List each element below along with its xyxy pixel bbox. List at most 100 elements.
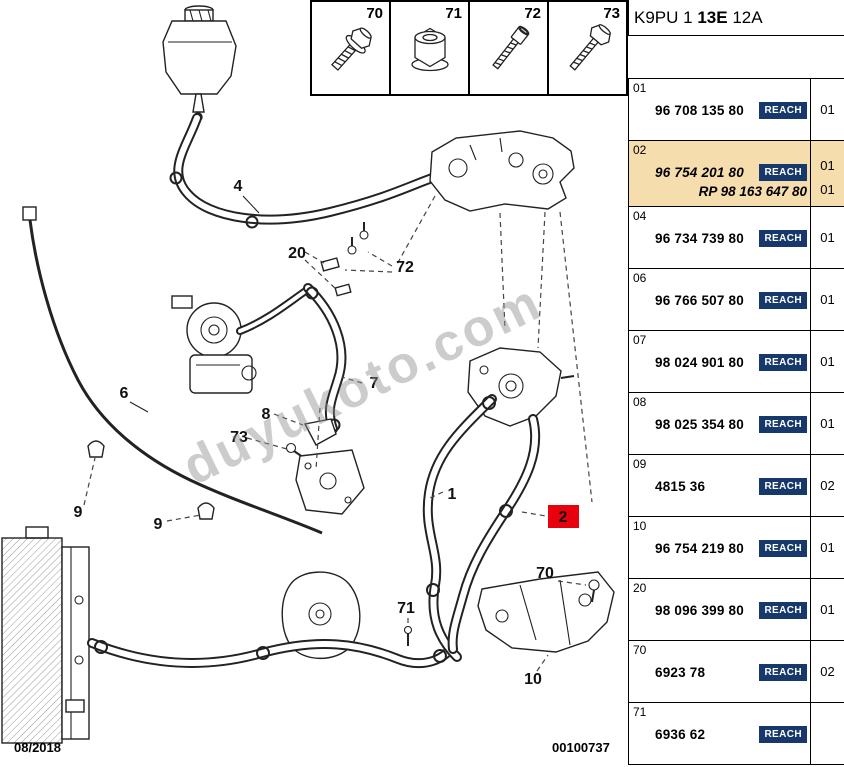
ref-number: 04 — [633, 209, 647, 223]
fastener-reference-box: 70 71 — [310, 0, 628, 96]
fastener-label-71: 71 — [445, 5, 462, 22]
bracket-10 — [477, 571, 615, 653]
row-main: 01 96 708 135 80 REACH — [629, 79, 810, 140]
reach-badge[interactable]: REACH — [759, 164, 807, 181]
radiator-hose — [87, 638, 454, 669]
callout-2-highlight[interactable]: 2 — [548, 505, 579, 528]
table-row[interactable]: 07 98 024 901 80 REACH 01 — [628, 331, 844, 393]
callout-9a[interactable]: 9 — [74, 504, 83, 521]
table-row[interactable]: 71 6936 62 REACH — [628, 703, 844, 765]
fastener-label-73: 73 — [603, 5, 620, 22]
callout-1[interactable]: 1 — [448, 486, 457, 503]
fastener-cell-72: 72 — [470, 2, 549, 94]
quantity-column: 01 — [810, 207, 844, 268]
radiator — [1, 526, 90, 744]
quantity-column: 01 — [810, 517, 844, 578]
callout-73[interactable]: 73 — [230, 429, 248, 446]
quantity: 01 — [820, 158, 835, 173]
hose-4 — [169, 113, 446, 229]
clip-9b — [197, 502, 215, 520]
ref-number: 02 — [633, 143, 647, 157]
part-line: 96 754 201 80 REACH — [633, 164, 810, 181]
quantity-column: 01 — [810, 579, 844, 640]
callout-71[interactable]: 71 — [397, 600, 415, 617]
row-main: 02 96 754 201 80 REACH RP 98 163 647 80 — [629, 141, 810, 206]
part-number: 6923 78 — [655, 665, 706, 680]
part-line: 98 024 901 80 REACH — [633, 354, 810, 371]
callout-72[interactable]: 72 — [396, 259, 414, 276]
part-line: 6936 62 REACH — [633, 726, 810, 743]
part-line: 6923 78 REACH — [633, 664, 810, 681]
quantity: 02 — [820, 478, 835, 493]
part-line: 96 734 739 80 REACH — [633, 230, 810, 247]
diagram-area: 4 20 72 6 7 8 73 9 9 1 2 70 71 10 duyuko… — [1, 5, 615, 755]
rp-part-number: RP 98 163 647 80 — [698, 184, 807, 199]
quantity-column: 02 — [810, 641, 844, 702]
clamp-parts-20 — [320, 257, 352, 297]
fastener-label-70: 70 — [366, 5, 383, 22]
engine-mount — [281, 571, 361, 659]
reach-badge[interactable]: REACH — [759, 416, 807, 433]
table-row[interactable]: 20 98 096 399 80 REACH 01 — [628, 579, 844, 641]
quantity-column: 01 — [810, 393, 844, 454]
callout-6[interactable]: 6 — [120, 385, 129, 402]
ref-number: 09 — [633, 457, 647, 471]
callout-4[interactable]: 4 — [234, 178, 243, 195]
quantity-column: 02 — [810, 455, 844, 516]
fastener-label-72: 72 — [524, 5, 541, 22]
reach-badge[interactable]: REACH — [759, 292, 807, 309]
ref-number: 20 — [633, 581, 647, 595]
callout-9b[interactable]: 9 — [154, 516, 163, 533]
reach-badge[interactable]: REACH — [759, 478, 807, 495]
table-row[interactable]: 04 96 734 739 80 REACH 01 — [628, 207, 844, 269]
quantity-column: 01 — [810, 269, 844, 330]
callout-10[interactable]: 10 — [524, 671, 542, 688]
reach-badge[interactable]: REACH — [759, 102, 807, 119]
reach-badge[interactable]: REACH — [759, 230, 807, 247]
reach-badge[interactable]: REACH — [759, 354, 807, 371]
callout-8[interactable]: 8 — [262, 406, 271, 423]
table-row[interactable]: 08 98 025 354 80 REACH 01 — [628, 393, 844, 455]
quantity: 02 — [820, 664, 835, 679]
part-line: 98 025 354 80 REACH — [633, 416, 810, 433]
ref-number: 08 — [633, 395, 647, 409]
callout-7[interactable]: 7 — [370, 375, 379, 392]
turbocharger — [171, 286, 311, 394]
row-main: 04 96 734 739 80 REACH — [629, 207, 810, 268]
row-main: 10 96 754 219 80 REACH — [629, 517, 810, 578]
reach-badge[interactable]: REACH — [759, 602, 807, 619]
table-row[interactable]: 09 4815 36 REACH 02 — [628, 455, 844, 517]
table-row[interactable]: 10 96 754 219 80 REACH 01 — [628, 517, 844, 579]
catalog-code-right: 12A — [732, 8, 763, 27]
fastener-cell-70: 70 — [312, 2, 391, 94]
table-row[interactable]: 06 96 766 507 80 REACH 01 — [628, 269, 844, 331]
ref-number: 10 — [633, 519, 647, 533]
table-row[interactable]: 70 6923 78 REACH 02 — [628, 641, 844, 703]
fastener-cell-71: 71 — [391, 2, 470, 94]
parts-list-panel: K9PU 1 13E 12A 01 96 708 135 80 REACH 01… — [628, 0, 844, 767]
part-number: 98 096 399 80 — [655, 603, 744, 618]
part-number: 6936 62 — [655, 727, 706, 742]
callout-70[interactable]: 70 — [536, 565, 554, 582]
thermostat-housing — [429, 130, 575, 212]
catalog-code-bold: 13E — [697, 8, 728, 27]
quantity-column — [810, 703, 844, 764]
row-main: 06 96 766 507 80 REACH — [629, 269, 810, 330]
ref-number: 70 — [633, 643, 647, 657]
ref-number: 71 — [633, 705, 647, 719]
document-number: 00100737 — [552, 740, 610, 755]
catalog-code-left: K9PU 1 — [634, 8, 693, 27]
reach-badge[interactable]: REACH — [759, 540, 807, 557]
hose-2 — [447, 414, 541, 654]
bolt-70 — [588, 579, 600, 603]
quantity-column: 01 01 — [810, 141, 844, 206]
table-row[interactable]: 01 96 708 135 80 REACH 01 — [628, 79, 844, 141]
callout-2[interactable]: 2 — [559, 509, 568, 526]
callout-2-red-box[interactable] — [548, 505, 579, 528]
callout-20[interactable]: 20 — [288, 245, 306, 262]
table-row[interactable]: 02 96 754 201 80 REACH RP 98 163 647 80 … — [628, 141, 844, 207]
quantity: 01 — [820, 230, 835, 245]
quantity: 01 — [820, 102, 835, 117]
reach-badge[interactable]: REACH — [759, 726, 807, 743]
reach-badge[interactable]: REACH — [759, 664, 807, 681]
